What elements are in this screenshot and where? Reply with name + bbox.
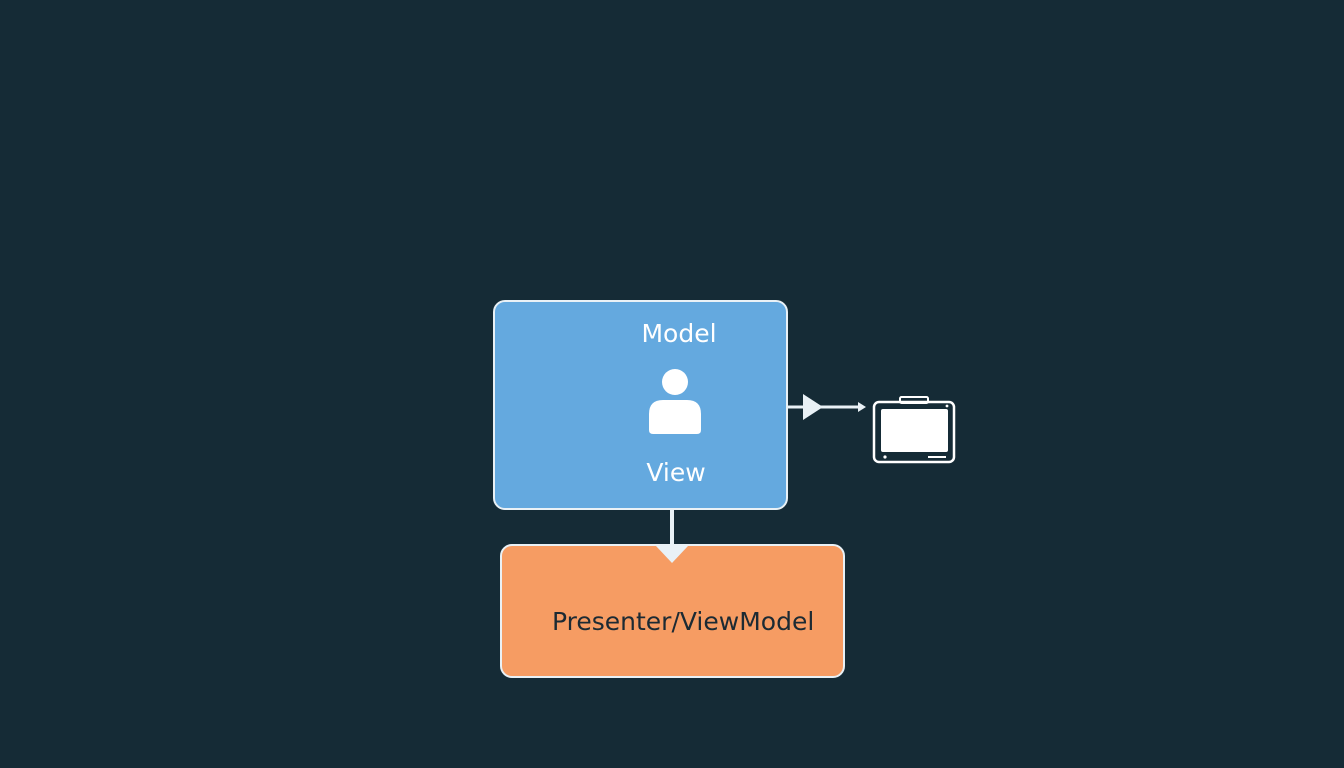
presenter-viewmodel-label: Presenter/ViewModel xyxy=(552,607,815,636)
down-connector-arrow xyxy=(656,510,688,563)
model-label: Model xyxy=(641,319,717,348)
view-label: View xyxy=(646,458,706,487)
model-view-box: Model View xyxy=(493,300,788,510)
presenter-viewmodel-box: Presenter/ViewModel xyxy=(500,544,845,678)
user-icon xyxy=(647,368,703,440)
right-connector-arrow xyxy=(788,394,866,420)
tablet-icon xyxy=(872,396,956,464)
